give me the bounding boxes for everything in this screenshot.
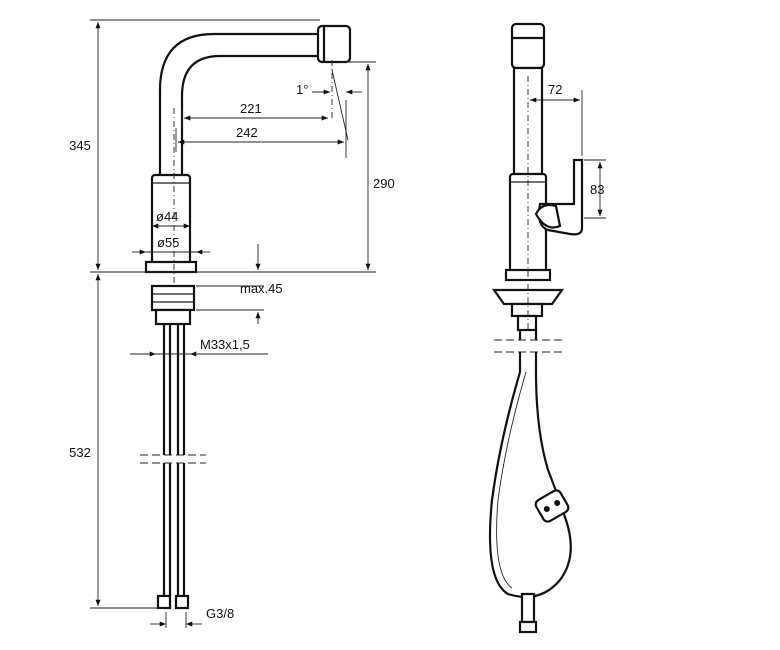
connection-nut-left [156, 594, 172, 610]
dim-angle-label: 1° [296, 82, 308, 97]
dim-290: 290 [340, 61, 395, 270]
hose-weight [534, 489, 570, 523]
dim-532-label: 532 [69, 445, 91, 460]
dim-83: 83 [584, 159, 606, 219]
dim-221: 221 [181, 101, 328, 128]
dim-290-label: 290 [373, 176, 395, 191]
dim-242: 242 [175, 100, 347, 158]
dim-345: 345 [69, 22, 101, 270]
dim-345-label: 345 [69, 138, 91, 153]
mounting-nut [150, 284, 196, 312]
dim-72: 72 [530, 82, 583, 156]
dim-221-label: 221 [240, 101, 262, 116]
side-break-symbol [494, 339, 564, 353]
spout-outer [158, 32, 318, 175]
dim-83-label: 83 [590, 182, 604, 197]
dim-max45: max.45 [196, 244, 283, 324]
side-spout-head [510, 22, 546, 70]
dim-thread-label: M33x1,5 [200, 337, 250, 352]
dim-diameter-55: ø55 [132, 235, 210, 255]
dim-connection: G3/8 [150, 606, 234, 628]
dim-72-label: 72 [548, 82, 562, 97]
dim-diameter-44: ø44 [152, 209, 190, 229]
spout-head [316, 24, 352, 64]
front-base [144, 260, 198, 274]
pullout-hose [488, 371, 572, 598]
side-view [488, 22, 584, 634]
dim-242-label: 242 [236, 125, 258, 140]
dim-532: 532 [69, 274, 101, 606]
dim-connection-label: G3/8 [206, 606, 234, 621]
connection-nut-right [174, 594, 190, 610]
hose-connector [520, 592, 536, 624]
side-column [512, 66, 544, 180]
dim-max45-label: max.45 [240, 281, 283, 296]
dim-thread: M33x1,5 [130, 337, 268, 357]
dim-diameter-44-label: ø44 [156, 209, 178, 224]
front-break-symbol [140, 454, 206, 464]
dim-diameter-55-label: ø55 [157, 235, 179, 250]
dim-angle: 1° [296, 69, 362, 141]
spout-inner [180, 54, 318, 175]
